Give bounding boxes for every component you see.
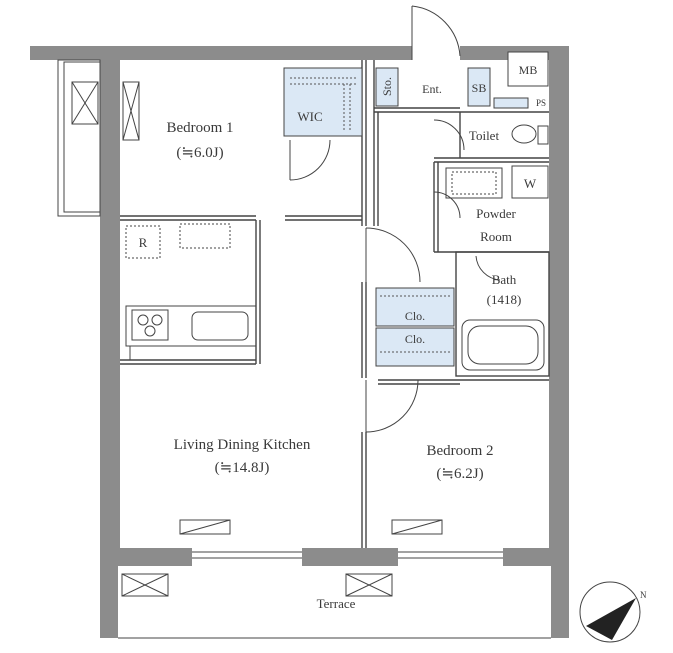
clo1-label: Clo. — [405, 309, 425, 323]
mb-box — [507, 51, 549, 87]
bedroom2-name: Bedroom 2 — [426, 443, 493, 459]
walls — [30, 46, 569, 638]
sb-closet — [467, 67, 491, 107]
compass-icon: N — [579, 581, 647, 643]
bath-name: Bath — [492, 272, 517, 287]
clo-closet-1 — [375, 287, 455, 327]
doors — [289, 5, 501, 433]
bedroom1-size: (≒6.0J) — [176, 145, 223, 161]
ps-label: PS — [536, 98, 546, 108]
interior-walls — [120, 60, 550, 548]
left-balcony — [57, 59, 140, 217]
clo2-label: Clo. — [405, 332, 425, 346]
toilet-fixture — [511, 124, 549, 145]
powder-line2: Room — [480, 229, 512, 244]
clo-closet-2 — [375, 327, 455, 367]
bath-size: (1418) — [487, 292, 522, 307]
bedroom2-size: (≒6.2J) — [436, 466, 483, 482]
ldk-size: (≒14.8J) — [215, 460, 270, 476]
bedroom1-name: Bedroom 1 — [166, 120, 233, 136]
kitchen — [125, 223, 257, 360]
ent-label: Ent. — [422, 82, 442, 96]
closets — [283, 67, 529, 367]
powder-fixtures — [445, 165, 549, 199]
terrace-label: Terrace — [317, 596, 356, 611]
powder-line1: Powder — [476, 206, 516, 221]
toilet-label: Toilet — [469, 128, 500, 143]
sto-closet — [375, 67, 399, 107]
bathtub — [461, 319, 545, 371]
windows — [179, 519, 503, 559]
washer-label: W — [524, 176, 537, 191]
fridge-label: R — [139, 235, 148, 250]
ldk-name: Living Dining Kitchen — [174, 437, 311, 453]
wic-closet — [283, 67, 363, 137]
compass-north-mark: N — [640, 590, 647, 600]
wic-label: WIC — [297, 109, 322, 124]
mb-label: MB — [519, 63, 538, 77]
terrace — [118, 573, 551, 639]
sb-label: SB — [472, 81, 487, 95]
sto-label: Sto. — [380, 77, 394, 96]
